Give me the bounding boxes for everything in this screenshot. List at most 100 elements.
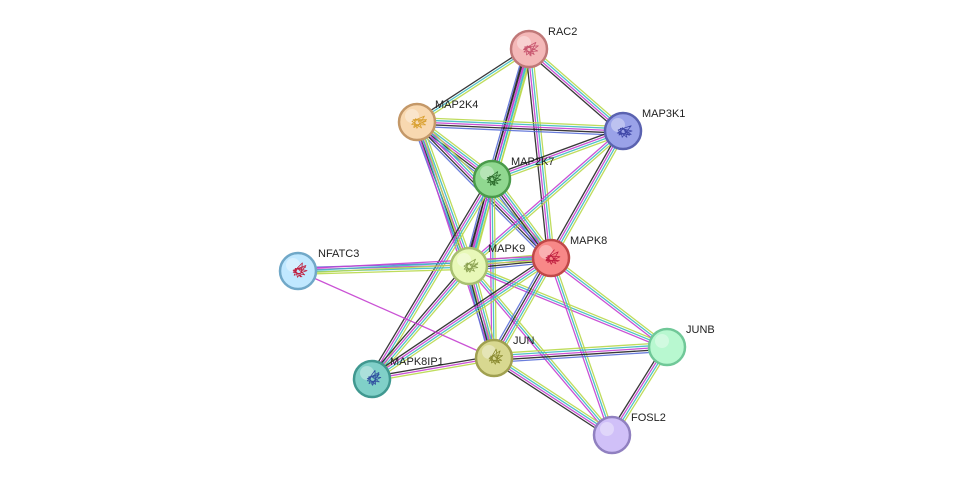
edge-evidence-line bbox=[494, 356, 613, 435]
edge-evidence-line bbox=[551, 131, 625, 259]
node-mapk8ip1[interactable]: MAPK8IP1 bbox=[352, 356, 444, 399]
edges-layer bbox=[297, 46, 671, 439]
edge-evidence-line bbox=[416, 121, 624, 132]
node-circle[interactable] bbox=[449, 246, 489, 286]
edge-evidence-line bbox=[373, 260, 554, 383]
protein-structure-icon bbox=[488, 348, 503, 365]
edge-evidence-line bbox=[368, 176, 490, 378]
node-label-map3k1: MAP3K1 bbox=[642, 108, 685, 120]
edge-evidence-line bbox=[418, 121, 472, 266]
protein-structure-icon bbox=[463, 258, 479, 273]
edge-map2k7-mapk8ip1 bbox=[368, 176, 496, 382]
node-highlight bbox=[655, 334, 669, 348]
edge-evidence-line bbox=[493, 346, 668, 359]
node-rac2[interactable]: RAC2 bbox=[509, 26, 577, 69]
node-label-mapk9: MAPK9 bbox=[488, 243, 525, 255]
node-mapk9[interactable]: MAPK9 bbox=[449, 243, 525, 286]
edge-evidence-line bbox=[371, 256, 551, 379]
edge-mapk8-junb bbox=[549, 255, 669, 350]
edge-evidence-line bbox=[370, 178, 492, 379]
node-circle[interactable] bbox=[531, 238, 571, 278]
edge-evidence-line bbox=[297, 255, 551, 270]
edge-evidence-line bbox=[493, 344, 667, 357]
node-highlight bbox=[482, 345, 496, 359]
edge-evidence-line bbox=[417, 116, 624, 128]
node-junb[interactable]: JUNB bbox=[647, 324, 715, 367]
edge-evidence-line bbox=[491, 360, 611, 439]
edge-rac2-mapk9 bbox=[465, 47, 533, 268]
edge-evidence-line bbox=[553, 132, 627, 260]
node-label-map2k7: MAP2K7 bbox=[511, 156, 554, 168]
edge-nfatc3-jun bbox=[297, 270, 495, 359]
edge-evidence-line bbox=[297, 257, 552, 272]
node-map3k1[interactable]: MAP3K1 bbox=[603, 108, 685, 151]
node-circle[interactable] bbox=[278, 251, 318, 291]
protein-structure-icon bbox=[522, 42, 539, 57]
node-circle[interactable] bbox=[603, 111, 643, 151]
node-circle[interactable] bbox=[474, 338, 514, 378]
node-highlight bbox=[539, 245, 553, 259]
node-map2k4[interactable]: MAP2K4 bbox=[397, 99, 478, 142]
edge-evidence-line bbox=[494, 350, 668, 364]
edge-evidence-line bbox=[417, 50, 531, 125]
protein-structure-icon bbox=[292, 262, 308, 278]
edge-evidence-line bbox=[497, 259, 556, 361]
edge-map3k1-mapk8 bbox=[547, 129, 627, 260]
node-fosl2[interactable]: FOSL2 bbox=[592, 412, 666, 455]
node-circle[interactable] bbox=[352, 359, 392, 399]
node-label-mapk8ip1: MAPK8IP1 bbox=[390, 356, 444, 368]
protein-structure-icon bbox=[617, 125, 633, 138]
edge-evidence-line bbox=[548, 258, 611, 436]
edge-evidence-line bbox=[369, 254, 550, 377]
node-circle[interactable] bbox=[509, 29, 549, 69]
edge-evidence-line bbox=[489, 255, 548, 357]
edge-evidence-line bbox=[416, 48, 530, 123]
edge-evidence-line bbox=[529, 48, 553, 258]
edge-evidence-line bbox=[467, 48, 529, 266]
edge-evidence-line bbox=[491, 256, 550, 358]
edge-evidence-line bbox=[490, 127, 623, 177]
edge-evidence-line bbox=[494, 348, 668, 361]
edge-map2k4-map3k1 bbox=[416, 116, 624, 137]
edge-evidence-line bbox=[530, 46, 626, 130]
edge-evidence-line bbox=[550, 257, 668, 348]
edge-evidence-line bbox=[531, 48, 555, 258]
node-circle[interactable] bbox=[592, 415, 632, 455]
protein-structure-icon bbox=[411, 115, 427, 129]
edge-evidence-line bbox=[527, 49, 551, 259]
node-highlight bbox=[457, 253, 471, 267]
edge-evidence-line bbox=[369, 263, 467, 378]
edge-evidence-line bbox=[415, 46, 529, 121]
node-map2k7[interactable]: MAP2K7 bbox=[472, 156, 554, 199]
edge-evidence-line bbox=[297, 270, 495, 359]
node-circle[interactable] bbox=[647, 327, 687, 367]
node-mapk8[interactable]: MAPK8 bbox=[531, 235, 607, 278]
node-circle[interactable] bbox=[472, 159, 512, 199]
edge-evidence-line bbox=[416, 123, 623, 134]
edge-evidence-line bbox=[465, 47, 527, 266]
edge-evidence-line bbox=[416, 125, 623, 137]
edge-evidence-line bbox=[417, 119, 624, 130]
node-label-nfatc3: NFATC3 bbox=[318, 248, 359, 260]
edge-evidence-line bbox=[491, 129, 623, 179]
edge-evidence-line bbox=[470, 132, 625, 269]
edge-evidence-line bbox=[529, 47, 625, 131]
node-circle[interactable] bbox=[397, 102, 437, 142]
node-highlight bbox=[600, 422, 614, 436]
edge-evidence-line bbox=[493, 358, 612, 437]
edge-evidence-line bbox=[298, 259, 552, 274]
edge-evidence-line bbox=[549, 259, 667, 350]
edge-evidence-line bbox=[420, 120, 474, 265]
edge-evidence-line bbox=[547, 129, 621, 257]
edge-map3k1-map2k7 bbox=[490, 127, 625, 183]
edge-evidence-line bbox=[471, 49, 533, 268]
edge-evidence-line bbox=[469, 49, 531, 267]
node-nfatc3[interactable]: NFATC3 bbox=[278, 248, 359, 291]
node-highlight bbox=[360, 366, 374, 380]
node-label-map2k4: MAP2K4 bbox=[435, 99, 478, 111]
node-jun[interactable]: JUN bbox=[474, 335, 534, 378]
edge-mapk8-nfatc3 bbox=[297, 255, 552, 274]
edge-jun-junb bbox=[493, 341, 668, 364]
